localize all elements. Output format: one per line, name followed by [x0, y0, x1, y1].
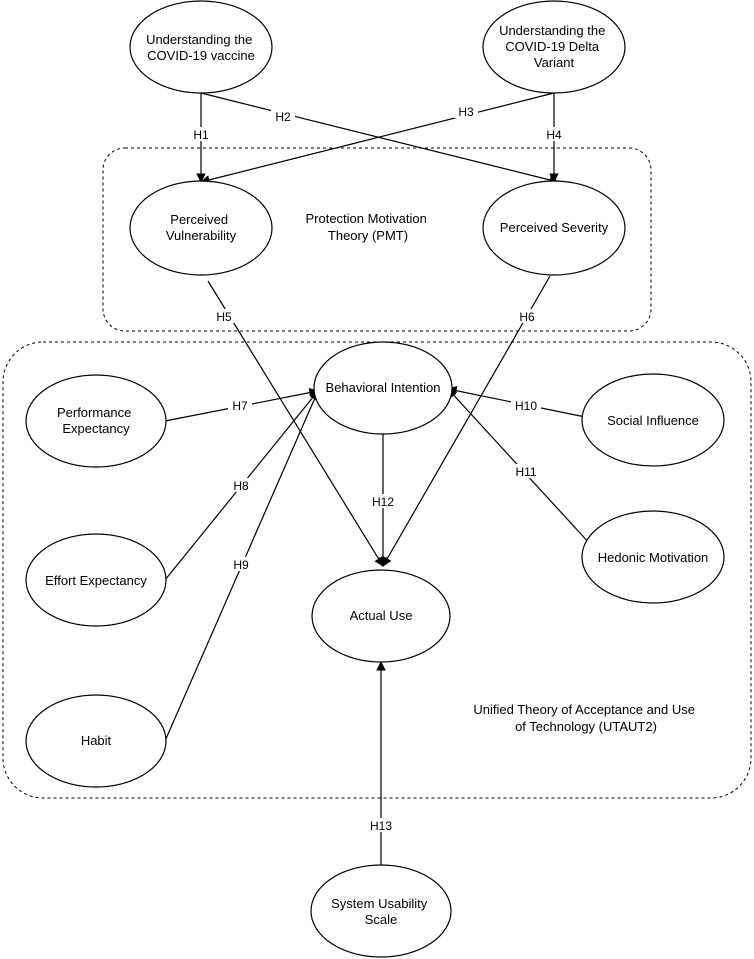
edge-label-h5: H5 — [216, 310, 232, 324]
edge-label-h2: H2 — [275, 110, 291, 124]
edge-label-h7: H7 — [232, 399, 248, 413]
edge-h6 — [382, 275, 551, 567]
node-label-habit: Habit — [81, 733, 112, 748]
node-label-intention: Behavioral Intention — [326, 380, 441, 395]
node-label-vulnerability: Perceived Vulnerability — [166, 212, 237, 243]
node-label-effort: Effort Expectancy — [45, 573, 147, 588]
edge-labels: H1 H2 H3 H4 H5 H6 H7 H8 H9 H10 H11 H12 H… — [189, 104, 566, 833]
utaut-group-label: Unified Theory of Acceptance and Use of … — [473, 702, 698, 734]
utaut-group-box — [2, 341, 752, 799]
edge-label-h3: H3 — [458, 105, 474, 119]
edge-label-h12: H12 — [372, 495, 394, 509]
nodes — [25, 0, 725, 958]
node-actual — [311, 569, 451, 663]
node-delta — [482, 0, 626, 94]
pmt-group-label: Protection Motivation Theory (PMT) — [305, 211, 430, 243]
node-labels: Understanding the COVID-19 vaccine Under… — [45, 23, 708, 927]
node-vaccine — [129, 0, 273, 94]
node-effort — [25, 533, 167, 627]
edge-h5 — [207, 280, 384, 567]
pmt-group-box — [102, 147, 652, 332]
edge-label-h4: H4 — [546, 128, 562, 142]
node-label-sus: System Usability Scale — [331, 896, 431, 927]
edge-label-h9: H9 — [233, 558, 249, 572]
edge-label-h8: H8 — [233, 479, 249, 493]
node-habit — [25, 694, 167, 788]
node-label-vaccine: Understanding the COVID-19 vaccine — [146, 32, 256, 63]
node-label-performance: Performance Expectancy — [57, 405, 135, 436]
node-hedonic — [581, 510, 725, 604]
node-intention — [313, 341, 453, 435]
node-sus — [310, 864, 452, 958]
edge-label-h1: H1 — [193, 128, 209, 142]
edge-label-h11: H11 — [515, 465, 536, 479]
node-label-social: Social Influence — [607, 413, 699, 428]
node-label-severity: Perceived Severity — [500, 220, 609, 235]
node-label-delta: Understanding the COVID-19 Delta Variant — [499, 23, 609, 70]
edge-label-h6: H6 — [519, 310, 535, 324]
edge-label-h13: H13 — [370, 819, 392, 833]
edge-label-h10: H10 — [515, 399, 537, 413]
node-severity — [482, 180, 626, 276]
node-label-hedonic: Hedonic Motivation — [598, 550, 709, 565]
node-label-actual: Actual Use — [350, 608, 413, 623]
node-social — [581, 373, 725, 467]
edge-h3 — [200, 92, 555, 185]
node-performance — [25, 374, 167, 468]
node-vulnerability — [129, 180, 273, 276]
